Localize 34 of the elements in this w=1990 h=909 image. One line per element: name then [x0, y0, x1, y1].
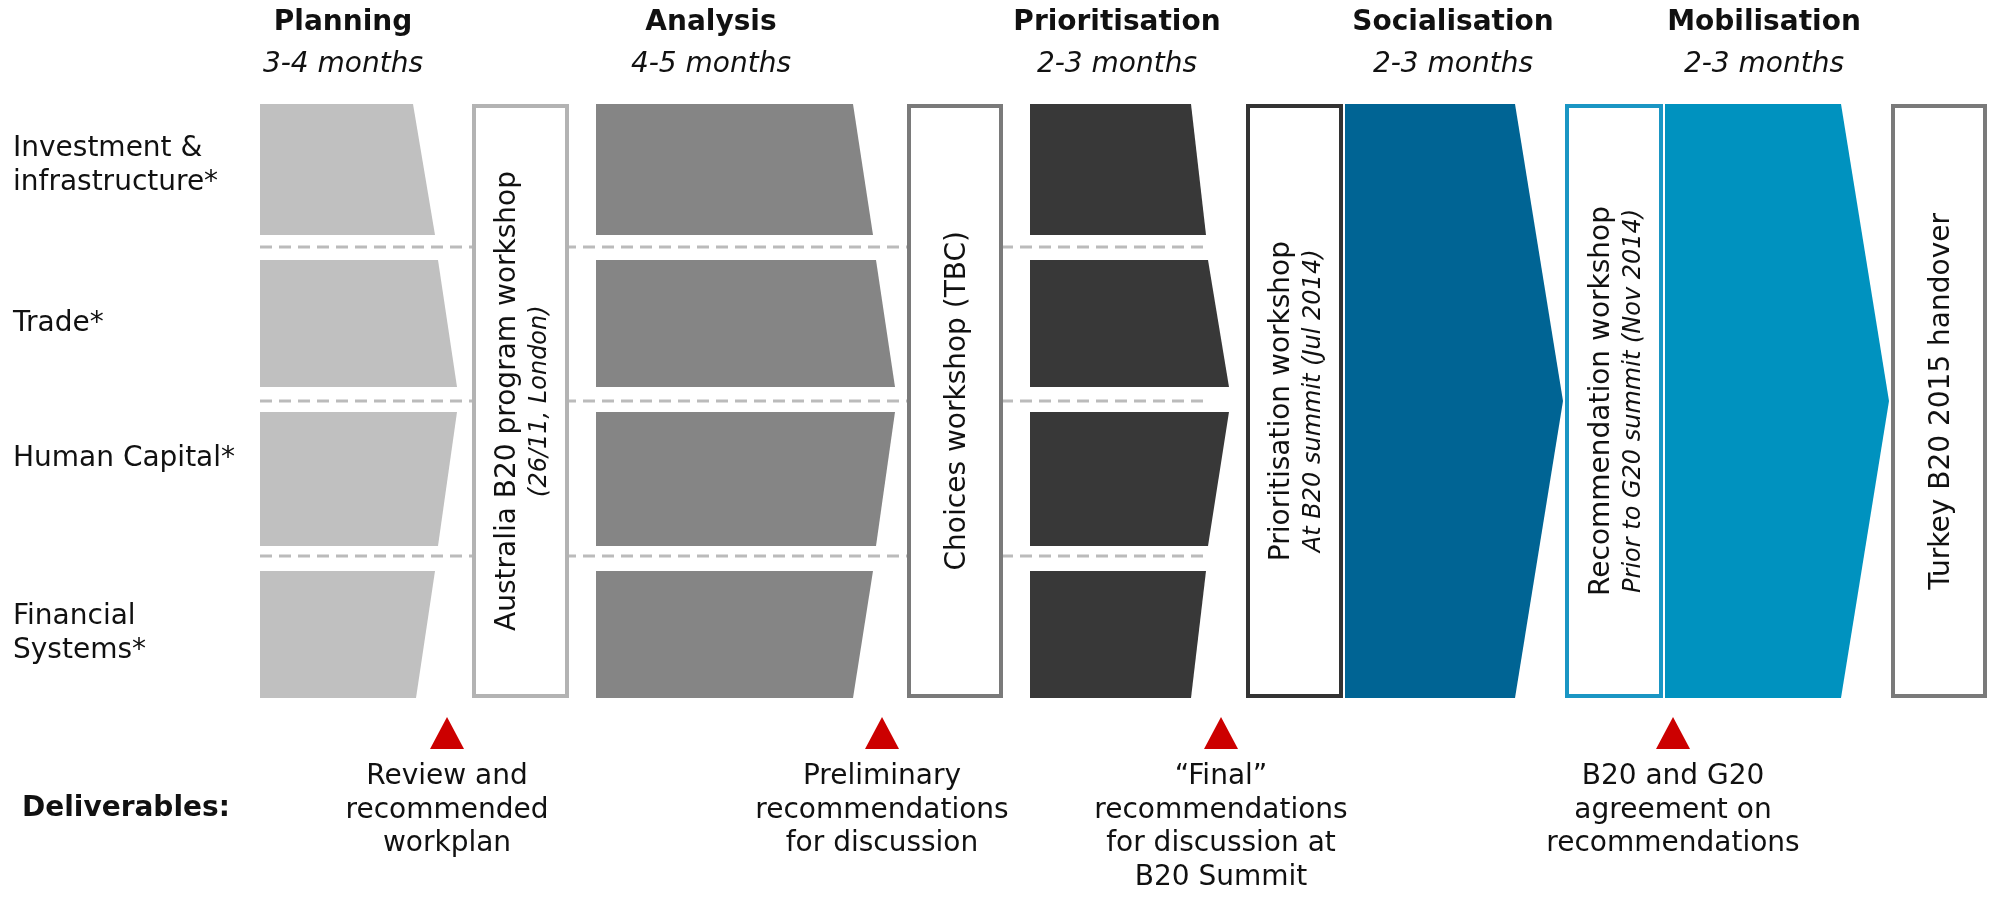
phase-heading: Socialisation — [1351, 4, 1555, 38]
workshop-title: Prioritisation workshop — [1262, 240, 1297, 562]
workshop-box — [1891, 104, 1987, 698]
workshop-detail: Prior to G20 summit (Nov 2014) — [1616, 208, 1647, 594]
phase-chevron — [1665, 104, 1889, 698]
deliverable-text: Review and recommended workplan — [344, 758, 550, 859]
deliverables-heading: Deliverables: — [22, 790, 231, 824]
deliverable-text: B20 and G20 agreement on recommendations — [1545, 758, 1801, 859]
workstream-label: Financial Systems* — [13, 598, 147, 666]
workshop-detail: At B20 summit (Jul 2014) — [1297, 249, 1327, 553]
phase-duration: 2-3 months — [1035, 46, 1199, 80]
deliverable-text: “Final” recommendations for discussion at B20 Summit — [1093, 758, 1349, 893]
deliverable-text: Preliminary recommendations for discussion — [754, 758, 1010, 859]
phase-duration: 4-5 months — [629, 46, 793, 80]
phase-duration: 2-3 months — [1371, 46, 1535, 80]
phase-duration: 2-3 months — [1682, 46, 1846, 80]
workstream-label: Human Capital* — [13, 440, 237, 474]
phase-heading: Prioritisation — [1012, 4, 1222, 38]
workshop-detail: (26/11, London) — [523, 305, 553, 497]
phase-heading: Planning — [272, 4, 414, 38]
workstream-label: Investment & infrastructure* — [13, 130, 220, 198]
workshop-box — [472, 104, 569, 698]
workshop-box — [907, 104, 1003, 698]
workstream-label: Trade* — [13, 305, 105, 339]
workshop-box — [1565, 104, 1663, 698]
phase-chevron — [1345, 104, 1563, 698]
workshop-title: Australia B20 program workshop — [488, 171, 523, 631]
workshop-title: Choices workshop (TBC) — [937, 231, 973, 571]
phase-duration: 3-4 months — [261, 46, 425, 80]
workshop-title: Recommendation workshop — [1581, 206, 1617, 596]
phase-heading: Mobilisation — [1666, 4, 1862, 38]
workshop-box — [1246, 104, 1343, 698]
phase-heading: Analysis — [644, 4, 778, 38]
workshop-title: Turkey B20 2015 handover — [1921, 212, 1957, 590]
